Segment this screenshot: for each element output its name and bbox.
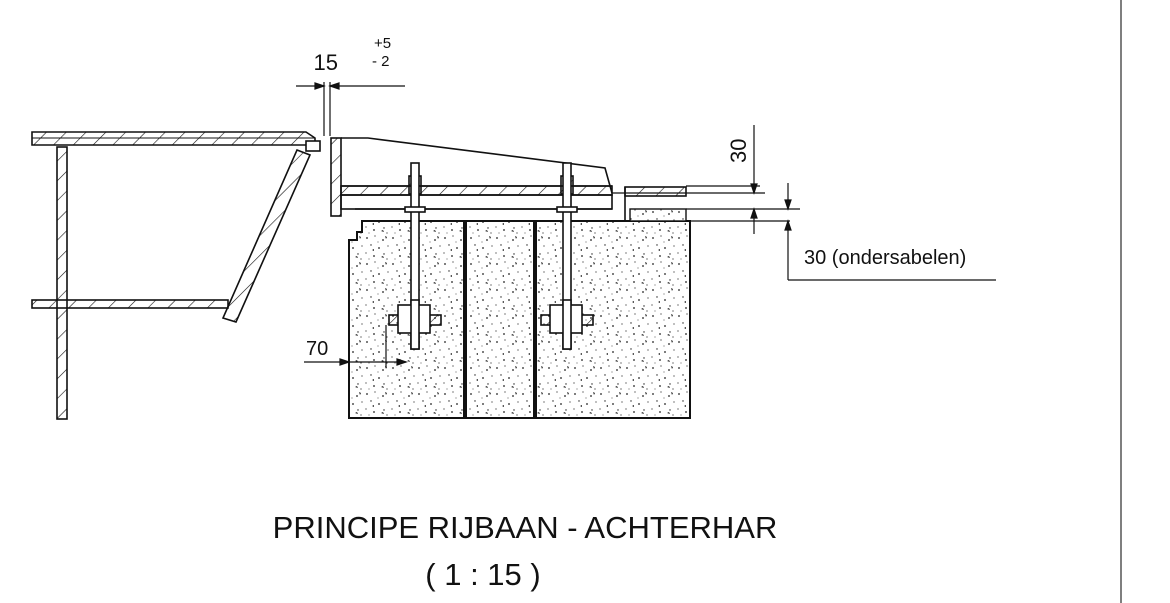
- depth-dimension-top: 30: [726, 139, 751, 163]
- anchor-bolt-left: [388, 162, 442, 350]
- drawing-title: PRINCIPE RIJBAAN - ACHTERHAR: [273, 510, 778, 545]
- steel-structure: [31, 131, 321, 420]
- depth-dimension-bottom: 30 (ondersabelen): [804, 247, 966, 269]
- lower-beam: [31, 299, 229, 309]
- grout-layer: [629, 208, 687, 222]
- gap-tolerance-plus: +5: [374, 35, 391, 52]
- concrete-foundation: [348, 208, 691, 419]
- gap-tolerance-minus: - 2: [372, 53, 390, 70]
- anchor-bolts: [388, 162, 594, 350]
- gap-dimension-value: 15: [314, 50, 338, 75]
- rail-end-block: [624, 186, 687, 197]
- concrete-block-middle: [465, 220, 535, 419]
- anchor-offset-dimension: 70: [306, 338, 328, 360]
- drawing-scale: ( 1 : 15 ): [425, 557, 540, 592]
- rail-end-plate: [330, 137, 342, 217]
- steel-post: [56, 146, 68, 420]
- anchor-bolt-right: [540, 162, 594, 350]
- deck-edge-angle: [305, 140, 321, 152]
- rail-top-slope: [341, 137, 613, 194]
- dimension-lines: [296, 82, 996, 368]
- diagonal-strut: [221, 148, 312, 323]
